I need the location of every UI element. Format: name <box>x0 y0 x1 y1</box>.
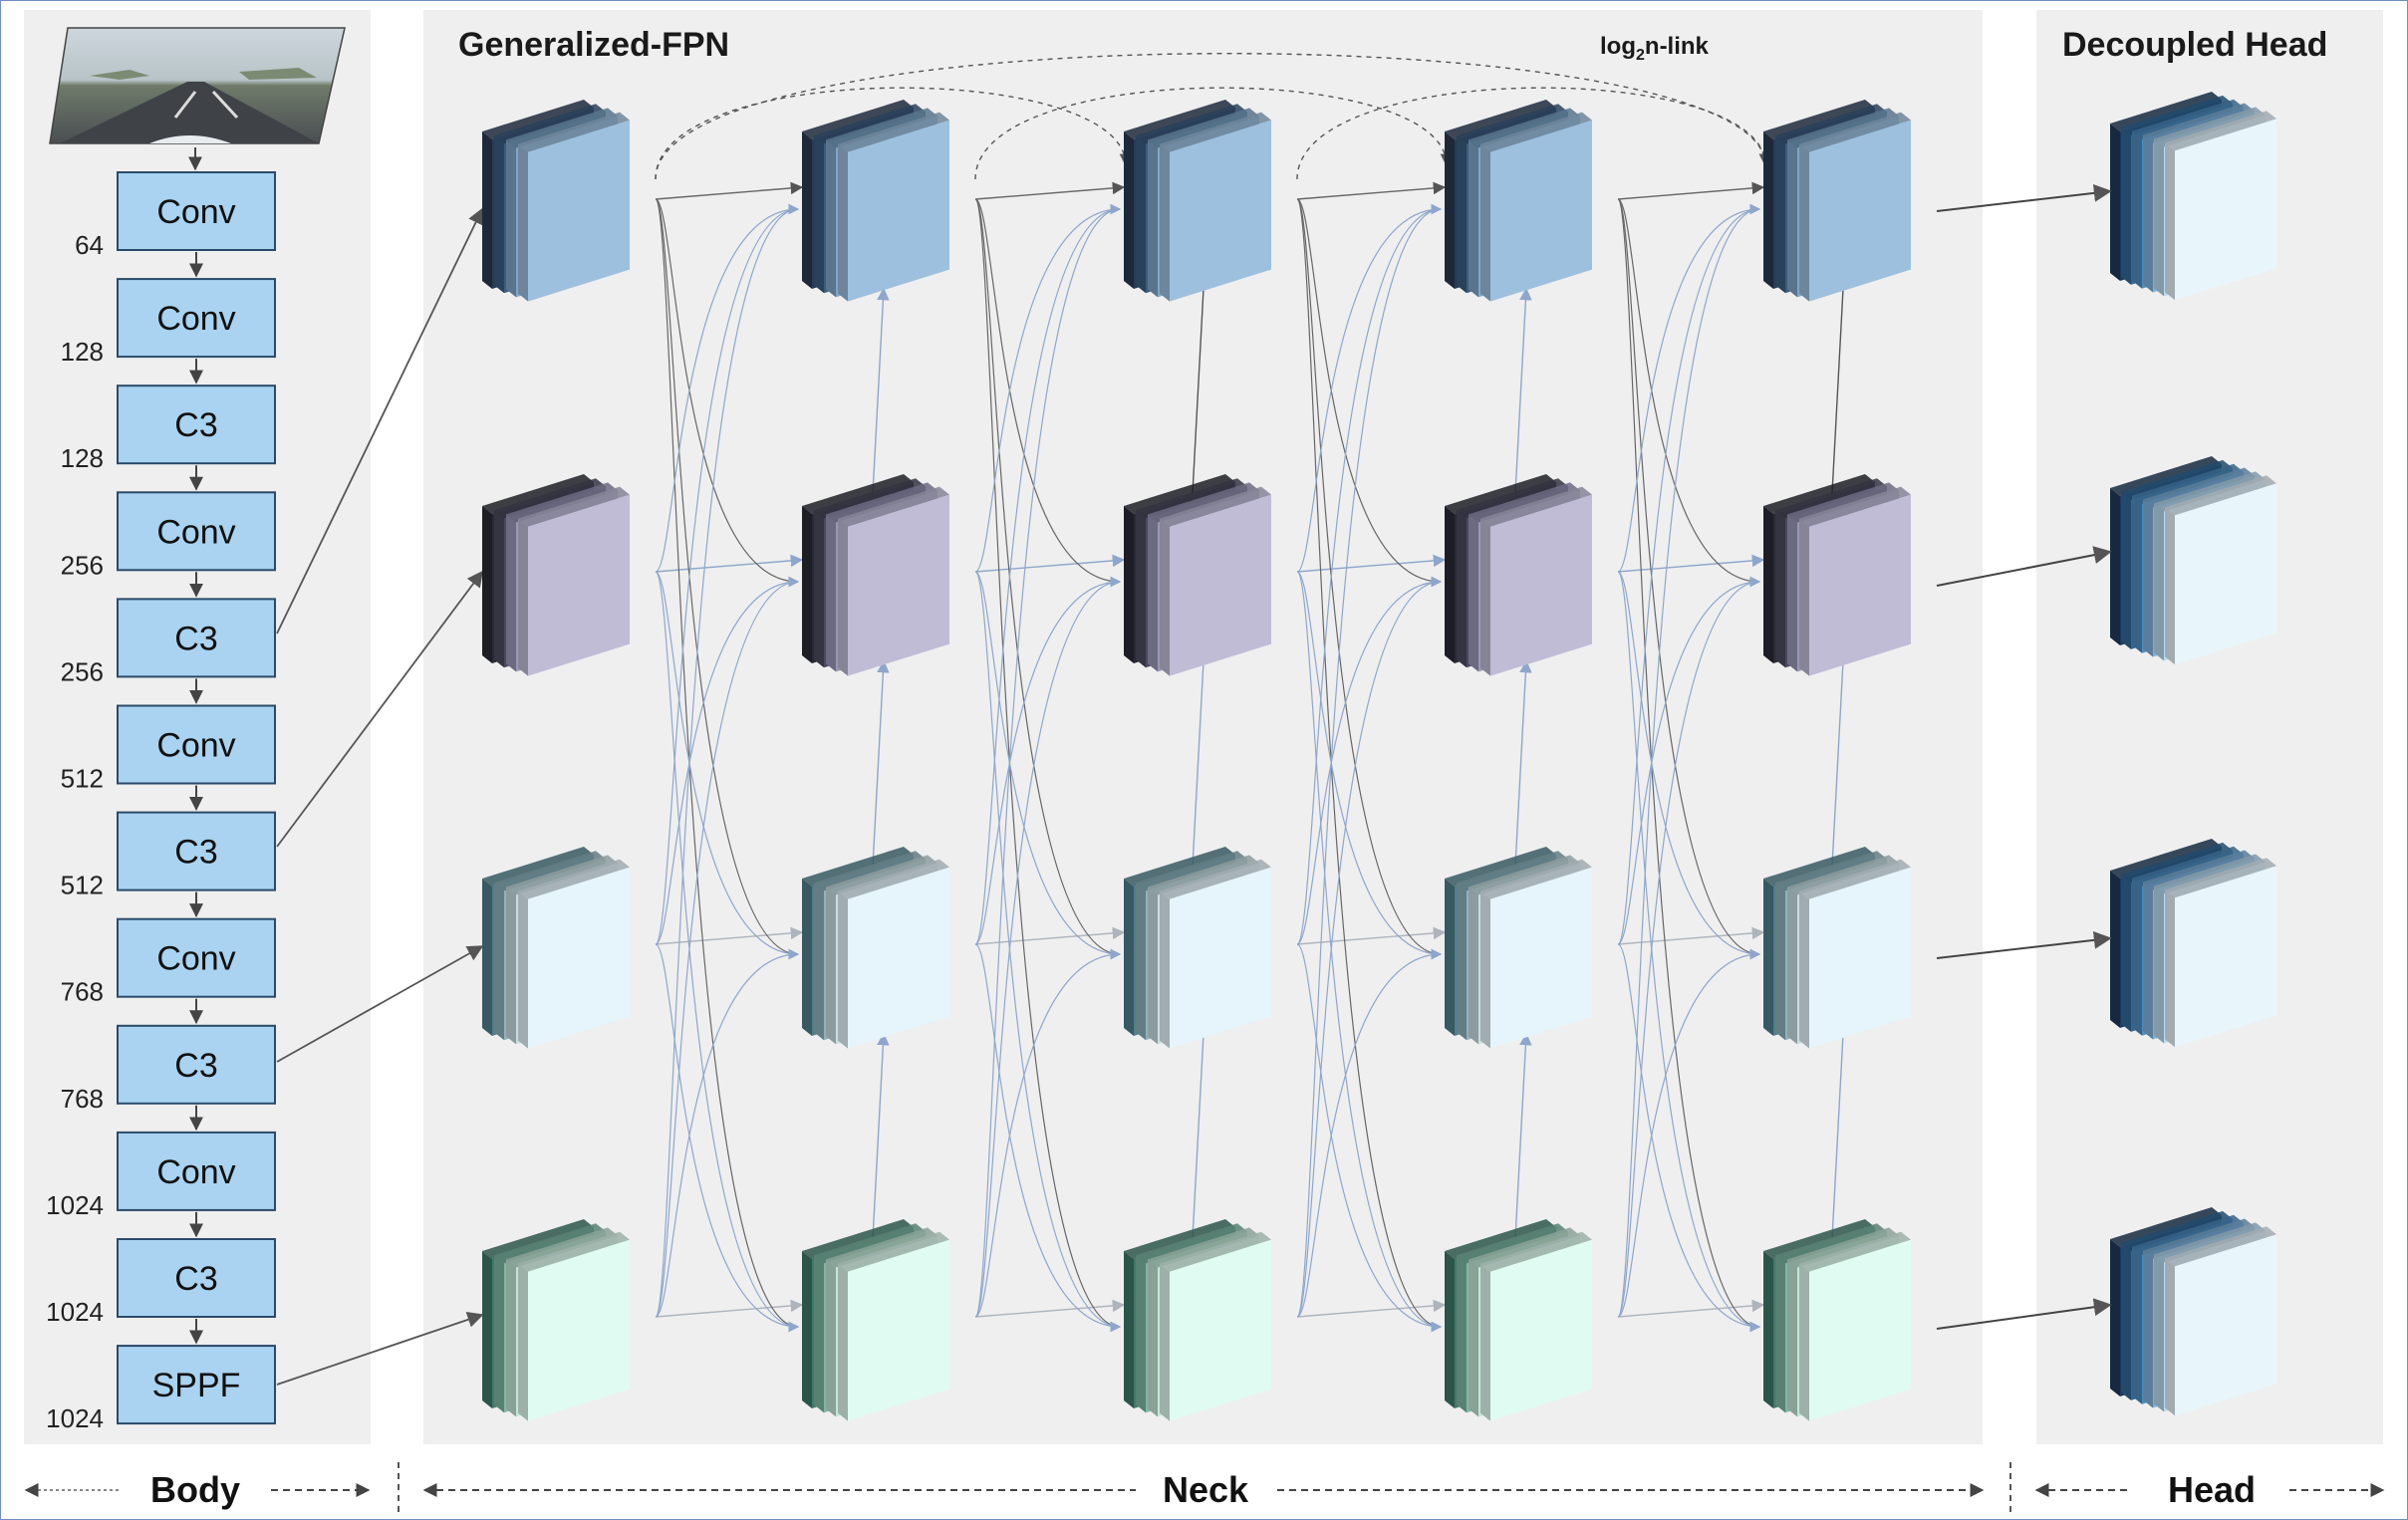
fpn-connections <box>276 53 1844 1386</box>
backbone-block-label: C3 <box>174 834 217 872</box>
backbone-block-box <box>117 598 276 678</box>
fpn-title: Generalized-FPN <box>458 26 729 64</box>
backbone-block-box <box>117 704 276 785</box>
feature-map-teal-col5 <box>1763 847 1911 1049</box>
feature-map-blue-col5 <box>1763 100 1911 302</box>
backbone-channel-label: 1024 <box>46 1190 104 1220</box>
backbone-channel-label: 512 <box>61 871 104 900</box>
backbone-block-1: Conv 64 <box>75 171 276 260</box>
backbone-block-8: Conv 768 <box>61 917 276 1007</box>
backbone-block-label: C3 <box>174 406 217 444</box>
head-arrow-1 <box>1936 183 2112 212</box>
feature-map-purple-col5 <box>1763 474 1911 676</box>
backbone-channel-label: 256 <box>61 656 104 686</box>
backbone-block-9: C3 768 <box>61 1024 276 1114</box>
backbone-block-label: Conv <box>156 300 235 338</box>
feature-map-teal-col3 <box>1124 847 1271 1049</box>
input-road-image <box>49 27 346 144</box>
backbone-block-box <box>117 278 276 359</box>
backbone-block-box <box>117 1131 276 1211</box>
backbone-block-box <box>117 811 276 891</box>
backbone-block-label: SPPF <box>152 1367 241 1404</box>
head-title: Decoupled Head <box>2062 26 2327 64</box>
feature-map-blue-col4 <box>1445 100 1592 302</box>
head-feature-map-3 <box>2110 839 2276 1048</box>
feature-map-green-col3 <box>1124 1219 1271 1421</box>
head-arrow-3 <box>1936 930 2112 959</box>
feature-map-blue-col1 <box>482 100 630 302</box>
backbone-block-box <box>117 1238 276 1318</box>
backbone-block-box <box>117 171 276 251</box>
feature-map-purple-col1 <box>482 474 630 676</box>
backbone-block-label: Conv <box>156 193 235 231</box>
backbone-block-box <box>117 1345 276 1425</box>
footer-neck-label: Neck <box>1163 1469 1249 1510</box>
feature-map-green-col2 <box>802 1219 949 1421</box>
backbone-block-label: Conv <box>156 727 235 765</box>
backbone-block-box <box>117 917 276 998</box>
backbone-block-box <box>117 1024 276 1105</box>
backbone-channel-label: 256 <box>61 550 104 580</box>
backbone-block-2: Conv 128 <box>61 278 276 367</box>
backbone-block-5: C3 256 <box>61 598 276 686</box>
backbone-channel-label: 64 <box>75 230 104 260</box>
feature-map-blue-col2 <box>802 100 949 302</box>
backbone-block-label: Conv <box>156 1153 235 1191</box>
feature-map-teal-col2 <box>802 847 949 1049</box>
head-feature-map-1 <box>2110 92 2276 301</box>
footer-bar: Body Neck Head <box>24 1462 2385 1512</box>
feature-map-green-col5 <box>1763 1219 1911 1421</box>
backbone-block-box <box>117 491 276 572</box>
feature-map-purple-col4 <box>1445 474 1592 676</box>
backbone-block-box <box>117 384 276 465</box>
backbone-channel-label: 128 <box>61 443 104 473</box>
backbone-block-11: C3 1024 <box>46 1238 276 1327</box>
backbone-block-label: C3 <box>174 620 217 657</box>
feature-map-blue-col3 <box>1124 100 1271 302</box>
backbone-block-label: C3 <box>174 1260 217 1298</box>
feature-maps <box>482 92 2276 1421</box>
backbone-stack: Conv64Conv128C3128Conv256C3256Conv512C35… <box>46 147 276 1433</box>
footer-body-label: Body <box>150 1469 240 1510</box>
feature-map-teal-col4 <box>1445 847 1592 1049</box>
backbone-channel-label: 512 <box>61 764 104 794</box>
backbone-block-3: C3 128 <box>61 384 276 473</box>
backbone-channel-label: 128 <box>61 337 104 367</box>
head-connections <box>1936 183 2112 1330</box>
feature-map-teal-col1 <box>482 847 630 1049</box>
log-link-label: log2n-link <box>1600 33 1710 64</box>
feature-map-purple-col2 <box>802 474 949 676</box>
feature-map-purple-col3 <box>1124 474 1271 676</box>
feature-map-green-col4 <box>1445 1219 1592 1421</box>
backbone-channel-label: 768 <box>61 1084 104 1114</box>
head-feature-map-4 <box>2110 1207 2276 1416</box>
backbone-block-4: Conv 256 <box>61 491 276 580</box>
backbone-channel-label: 1024 <box>46 1403 104 1433</box>
backbone-channel-label: 1024 <box>46 1297 104 1327</box>
backbone-block-label: Conv <box>156 940 235 978</box>
backbone-channel-label: 768 <box>61 977 104 1007</box>
backbone-block-7: C3 512 <box>61 811 276 900</box>
feature-map-green-col1 <box>482 1219 630 1421</box>
backbone-block-10: Conv 1024 <box>46 1131 276 1220</box>
head-feature-map-2 <box>2110 456 2276 665</box>
footer-head-label: Head <box>2168 1469 2256 1510</box>
head-arrow-2 <box>1936 546 2112 587</box>
backbone-block-12: SPPF 1024 <box>46 1345 276 1433</box>
backbone-block-label: Conv <box>156 513 235 551</box>
backbone-block-label: C3 <box>174 1047 217 1085</box>
backbone-block-6: Conv 512 <box>61 704 276 794</box>
head-arrow-4 <box>1936 1298 2112 1330</box>
